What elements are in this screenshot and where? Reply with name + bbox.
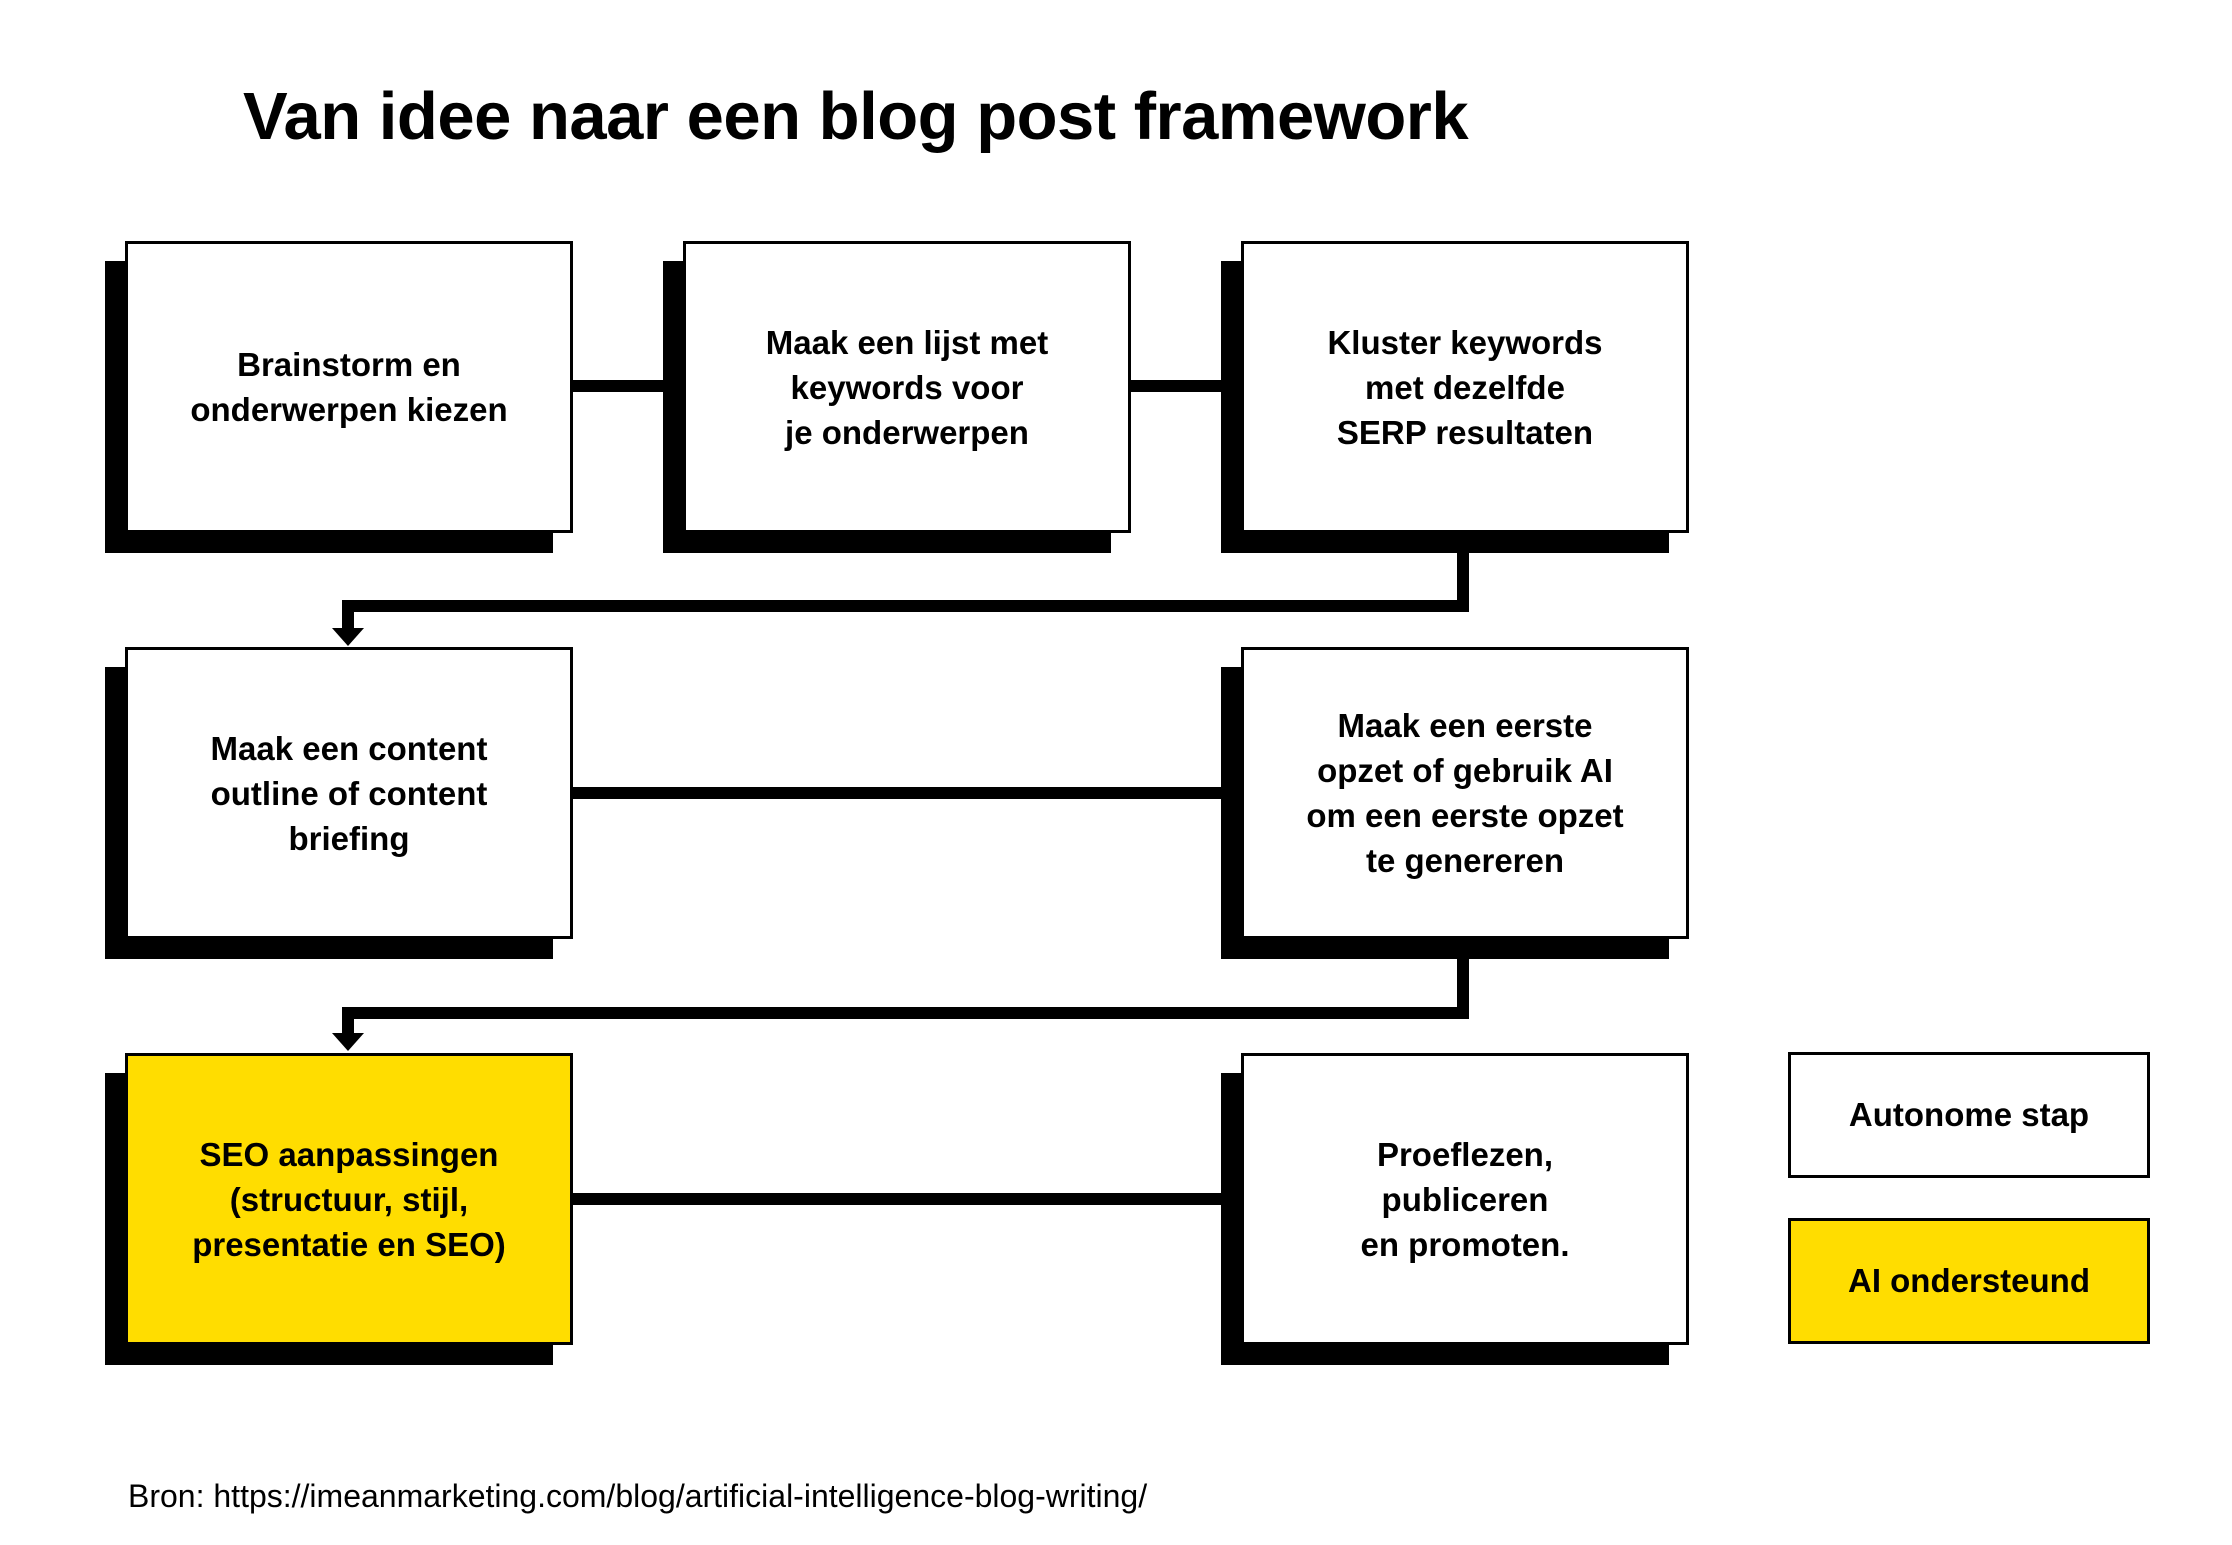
step-4-node: Maak een content outline of content brie… (105, 647, 573, 959)
connector-step5-down (1457, 950, 1469, 1017)
connector-step3-across (342, 600, 1469, 612)
step-6-label: SEO aanpassingen (structuur, stijl, pres… (192, 1135, 506, 1263)
source-citation: Bron: https://imeanmarketing.com/blog/ar… (128, 1478, 1148, 1514)
step-2-node: Maak een lijst met keywords voor je onde… (663, 241, 1131, 553)
connector-step5-across (342, 1007, 1469, 1019)
legend-autonomous-label: Autonome stap (1848, 1096, 2090, 1133)
legend-ai: AI ondersteund (1788, 1218, 2150, 1344)
step-7-label: Proeflezen, publiceren en promoten. (1360, 1135, 1570, 1263)
arrowhead-step4 (332, 628, 364, 646)
step-4-label: Maak een content outline of content brie… (210, 729, 488, 857)
connector-step6-step7 (573, 1193, 1241, 1205)
arrowhead-step6 (332, 1033, 364, 1051)
connector-step4-step5 (573, 787, 1241, 799)
connector-step4-drop (342, 600, 354, 630)
step-4-box: Maak een content outline of content brie… (125, 647, 573, 939)
step-7-node: Proeflezen, publiceren en promoten. (1221, 1053, 1689, 1365)
step-1-box: Brainstorm en onderwerpen kiezen (125, 241, 573, 533)
step-3-label: Kluster keywords met dezelfde SERP resul… (1327, 323, 1603, 451)
step-6-node: SEO aanpassingen (structuur, stijl, pres… (105, 1053, 573, 1365)
step-2-box: Maak een lijst met keywords voor je onde… (683, 241, 1131, 533)
step-3-box: Kluster keywords met dezelfde SERP resul… (1241, 241, 1689, 533)
legend-ai-label: AI ondersteund (1847, 1262, 2090, 1299)
step-5-label: Maak een eerste opzet of gebruik AI om e… (1306, 707, 1624, 879)
connector-step3-down (1457, 544, 1469, 610)
step-1-node: Brainstorm en onderwerpen kiezen (105, 241, 573, 553)
step-6-box: SEO aanpassingen (structuur, stijl, pres… (125, 1053, 573, 1345)
connector-step2-step3 (1131, 380, 1241, 392)
diagram-title: Van idee naar een blog post framework (243, 79, 1469, 154)
connector-step6-drop (342, 1007, 354, 1035)
connector-step1-step2 (573, 380, 683, 392)
step-5-node: Maak een eerste opzet of gebruik AI om e… (1221, 647, 1689, 959)
step-7-box: Proeflezen, publiceren en promoten. (1241, 1053, 1689, 1345)
step-3-node: Kluster keywords met dezelfde SERP resul… (1221, 241, 1689, 553)
step-5-box: Maak een eerste opzet of gebruik AI om e… (1241, 647, 1689, 939)
legend-autonomous: Autonome stap (1788, 1052, 2150, 1178)
step-1-label: Brainstorm en onderwerpen kiezen (190, 346, 508, 428)
step-2-label: Maak een lijst met keywords voor je onde… (765, 323, 1049, 451)
